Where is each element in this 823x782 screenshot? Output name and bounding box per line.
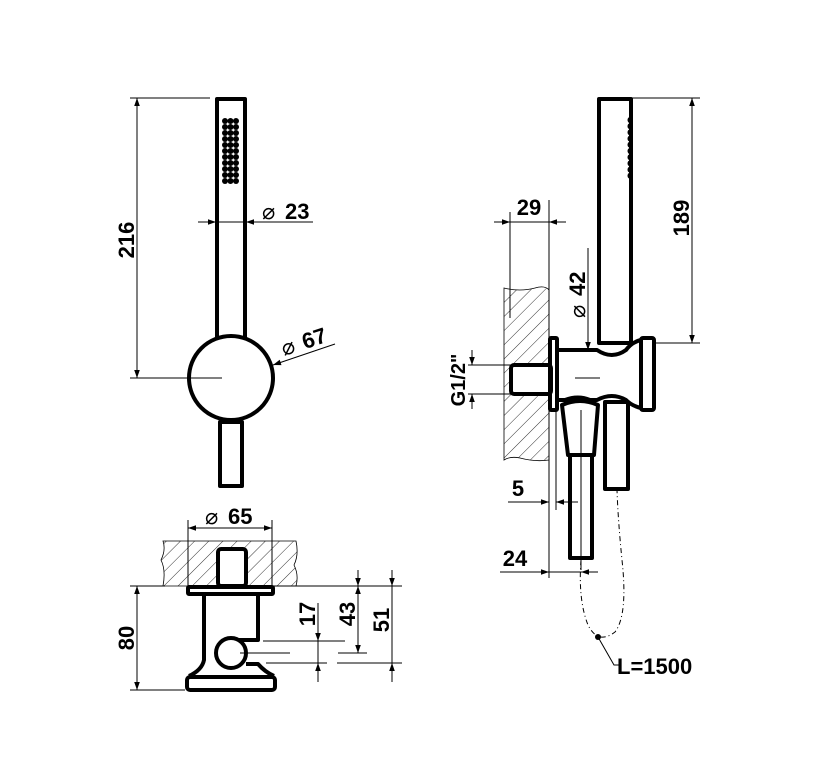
dim-65-label: 65 xyxy=(228,504,252,529)
nozzle-dot xyxy=(233,154,239,160)
dim-29-label: 29 xyxy=(517,195,541,220)
nozzle-dot xyxy=(222,160,228,166)
nozzle-dot xyxy=(222,124,228,130)
outlet-body xyxy=(557,338,643,410)
nozzle-dot xyxy=(227,160,234,166)
nozzle-dot xyxy=(627,123,633,130)
nozzle-dot xyxy=(227,172,234,178)
nozzle-dot xyxy=(222,118,228,124)
nozzle-dot xyxy=(233,166,239,172)
spray-nozzles xyxy=(222,118,239,184)
thread-label: G1/2" xyxy=(448,354,470,407)
hose-leader xyxy=(597,636,619,666)
base-flange xyxy=(185,675,277,692)
holder-tube xyxy=(603,400,630,491)
dim-5-label: 5 xyxy=(512,476,524,501)
nozzle-dot xyxy=(222,154,228,160)
nozzle-dot xyxy=(233,124,239,130)
hose-cable xyxy=(579,489,625,638)
dim-23-label: 23 xyxy=(285,199,309,224)
dim-189-label: 189 xyxy=(669,200,694,237)
nozzle-dot xyxy=(227,136,234,142)
nozzle-dot xyxy=(627,117,633,123)
hose-nut xyxy=(560,399,600,457)
nozzle-dot xyxy=(227,142,234,148)
nozzle-dot xyxy=(222,142,228,148)
nozzle-dot xyxy=(627,154,633,161)
nozzle-dot xyxy=(233,148,239,154)
diameter-symbol: ⌀ xyxy=(262,200,275,225)
dim-67-leader xyxy=(272,343,336,366)
nozzle-dot xyxy=(627,135,633,142)
dim-51-label: 51 xyxy=(369,608,394,632)
plan-view: ⌀ 65 80 17 43 51 xyxy=(114,504,402,692)
dim-67-label: 67 xyxy=(299,323,330,354)
nozzle-dot xyxy=(233,118,239,124)
diameter-symbol: ⌀ xyxy=(205,505,218,530)
nozzle-dot xyxy=(233,172,239,178)
spray-nozzles-side xyxy=(627,117,633,179)
nozzle-dot xyxy=(222,172,228,178)
dim-42-label: 42 xyxy=(565,272,590,296)
nozzle-dot xyxy=(233,142,239,148)
dim-216-label: 216 xyxy=(114,222,139,259)
nozzle-dot xyxy=(627,129,633,136)
body-outline xyxy=(188,594,260,678)
nozzle-dot xyxy=(627,148,633,154)
dim-17-label: 17 xyxy=(295,602,320,626)
nozzle-dot xyxy=(222,136,228,142)
nozzle-dot xyxy=(233,178,239,184)
wall-flange xyxy=(186,585,275,596)
nozzle-dot xyxy=(227,166,234,172)
nozzle-dot xyxy=(222,166,228,172)
nozzle-dot xyxy=(233,136,239,142)
nozzle-dot xyxy=(227,130,234,136)
hose-length-label: L=1500 xyxy=(617,654,692,679)
nozzle-dot xyxy=(233,130,239,136)
front-view: 216 ⌀ 23 ⌀ 67 xyxy=(114,97,336,488)
nozzle-dot xyxy=(227,154,234,160)
hose-connector xyxy=(218,420,244,488)
threaded-inlet xyxy=(509,363,553,396)
nozzle-dot xyxy=(627,172,633,179)
side-view: L=1500 189 29 ⌀ 42 G1/2" 5 24 xyxy=(448,97,700,679)
inlet-stub xyxy=(216,547,248,588)
nozzle-dot xyxy=(222,130,228,136)
nozzle-dot xyxy=(227,148,234,154)
nozzle-dot xyxy=(233,160,239,166)
dim-24-label: 24 xyxy=(503,546,528,571)
dim-43-label: 43 xyxy=(335,602,360,626)
nozzle-dot xyxy=(627,160,633,167)
nozzle-dot xyxy=(222,148,228,154)
nozzle-dot xyxy=(222,178,228,184)
dim-80-label: 80 xyxy=(114,626,139,650)
nozzle-dot xyxy=(227,124,234,130)
wall-plate xyxy=(548,336,559,412)
nozzle-dot xyxy=(227,178,234,184)
diameter-symbol: ⌀ xyxy=(278,334,298,362)
diameter-symbol: ⌀ xyxy=(566,305,591,318)
handset-side xyxy=(597,97,633,345)
nozzle-dot xyxy=(627,141,633,148)
nozzle-dot xyxy=(227,118,234,124)
nozzle-dot xyxy=(627,166,633,173)
holder-end xyxy=(639,336,656,412)
